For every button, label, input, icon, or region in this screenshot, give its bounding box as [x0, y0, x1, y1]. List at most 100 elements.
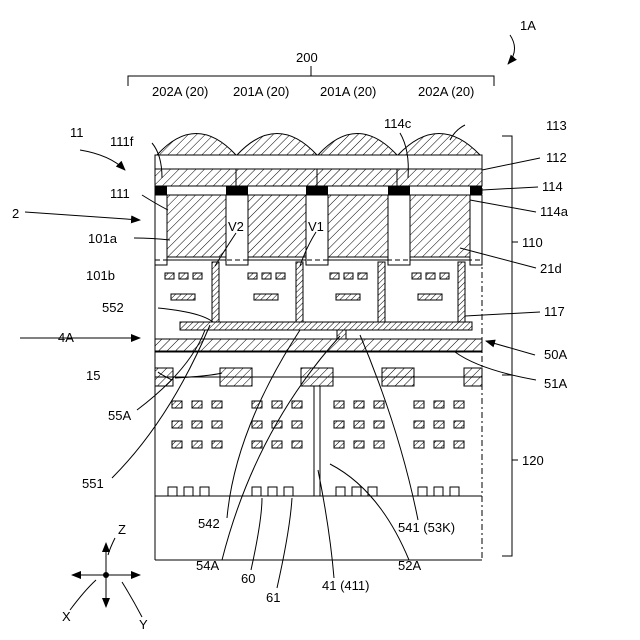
logic-wiring-pad: [374, 421, 384, 428]
label-v2: V2: [228, 219, 244, 234]
logic-wiring-pad: [292, 421, 302, 428]
wiring-line: [336, 294, 360, 300]
transistor-gate: [252, 487, 261, 496]
logic-wiring-pad: [414, 421, 424, 428]
transistor-gate: [450, 487, 459, 496]
label-114a: 114a: [540, 204, 569, 219]
transistor-gate: [268, 487, 277, 496]
label-lens-201a-left: 201A (20): [233, 84, 289, 99]
wiring-pad: [248, 273, 257, 279]
through-electrode-41: [314, 386, 320, 496]
wiring-pad: [440, 273, 449, 279]
microlens-array: [157, 134, 480, 156]
logic-wiring-pad: [434, 401, 444, 408]
logic-wiring-pad: [414, 401, 424, 408]
label-15: 15: [86, 368, 100, 383]
transistor-gate: [184, 487, 193, 496]
label-52a: 52A: [398, 558, 421, 573]
logic-wiring-pad: [334, 441, 344, 448]
color-filter-layer-112: [155, 169, 482, 186]
logic-wiring-pad: [252, 441, 262, 448]
separation-wall-5: [470, 195, 482, 265]
label-61: 61: [266, 590, 280, 605]
label-112: 112: [546, 150, 567, 165]
logic-wiring-pad: [334, 401, 344, 408]
wiring-pad: [344, 273, 353, 279]
separation-wall-4: [388, 195, 410, 265]
label-41: 41 (411): [322, 578, 369, 593]
label-200: 200: [296, 50, 318, 65]
transistor-gate: [434, 487, 443, 496]
transistor-gate: [284, 487, 293, 496]
label-4a: 4A: [58, 330, 74, 345]
logic-wiring-pad: [414, 441, 424, 448]
via-3: [378, 262, 385, 322]
photodiode-4: [410, 195, 470, 257]
label-2: 2: [12, 206, 19, 221]
logic-wiring-pad: [252, 401, 262, 408]
microlens-202a-right: [398, 134, 480, 156]
photodiode-2: [248, 195, 306, 257]
label-117: 117: [544, 304, 565, 319]
label-axis-y: Y: [139, 617, 148, 632]
wiring-layer-101b: [155, 260, 482, 322]
logic-wiring-pad: [354, 441, 364, 448]
label-60: 60: [241, 571, 255, 586]
logic-wiring-pad: [292, 401, 302, 408]
wiring-pad: [412, 273, 421, 279]
label-101a: 101a: [88, 231, 118, 246]
logic-wiring-pad: [192, 401, 202, 408]
coordinate-axes: [70, 538, 142, 617]
label-111: 111: [110, 186, 130, 201]
logic-wiring-pad: [192, 441, 202, 448]
logic-wiring-pad: [272, 401, 282, 408]
logic-wiring-pad: [252, 421, 262, 428]
label-lens-202a-right: 202A (20): [418, 84, 474, 99]
label-101b: 101b: [86, 268, 115, 283]
label-551: 551: [82, 476, 104, 491]
label-110: 110: [522, 235, 543, 250]
logic-wiring-pad: [434, 441, 444, 448]
photodiode-1: [167, 195, 226, 257]
label-lens-202a-left: 202A (20): [152, 84, 208, 99]
wiring-pad: [262, 273, 271, 279]
logic-wiring-pad: [172, 421, 182, 428]
photodiode-3: [328, 195, 388, 257]
bracket-200: [128, 66, 494, 86]
bonding-layers: [155, 322, 482, 352]
logic-wiring-pad: [172, 401, 182, 408]
layer-113: [155, 155, 482, 169]
label-v1: V1: [308, 219, 324, 234]
logic-wiring-pad: [212, 441, 222, 448]
logic-wiring-pad: [434, 421, 444, 428]
label-11: 11: [70, 125, 84, 140]
wiring-pad: [358, 273, 367, 279]
logic-wiring-pad: [454, 421, 464, 428]
transistor-gate: [418, 487, 427, 496]
microlens-201a-left: [237, 134, 317, 156]
label-111f: 111f: [110, 134, 134, 149]
logic-wiring-pad: [334, 421, 344, 428]
wiring-pad: [179, 273, 188, 279]
logic-wiring-pad: [272, 441, 282, 448]
logic-wiring-pad: [292, 441, 302, 448]
logic-wiring-pad: [192, 421, 202, 428]
logic-wiring-pad: [374, 441, 384, 448]
logic-wiring-pad: [374, 401, 384, 408]
logic-wiring-pad: [354, 421, 364, 428]
wiring-line: [254, 294, 278, 300]
logic-wiring-pad: [454, 401, 464, 408]
transistor-gate: [352, 487, 361, 496]
label-542: 542: [198, 516, 220, 531]
logic-wiring-pad: [454, 441, 464, 448]
wiring-pad: [276, 273, 285, 279]
label-114: 114: [542, 179, 563, 194]
logic-wiring-pad: [172, 441, 182, 448]
transistor-gate: [200, 487, 209, 496]
label-51a: 51A: [544, 376, 567, 391]
label-55a: 55A: [108, 408, 131, 423]
label-54a: 54A: [196, 558, 219, 573]
layer-51a: [155, 339, 482, 351]
label-axis-x: X: [62, 609, 71, 624]
